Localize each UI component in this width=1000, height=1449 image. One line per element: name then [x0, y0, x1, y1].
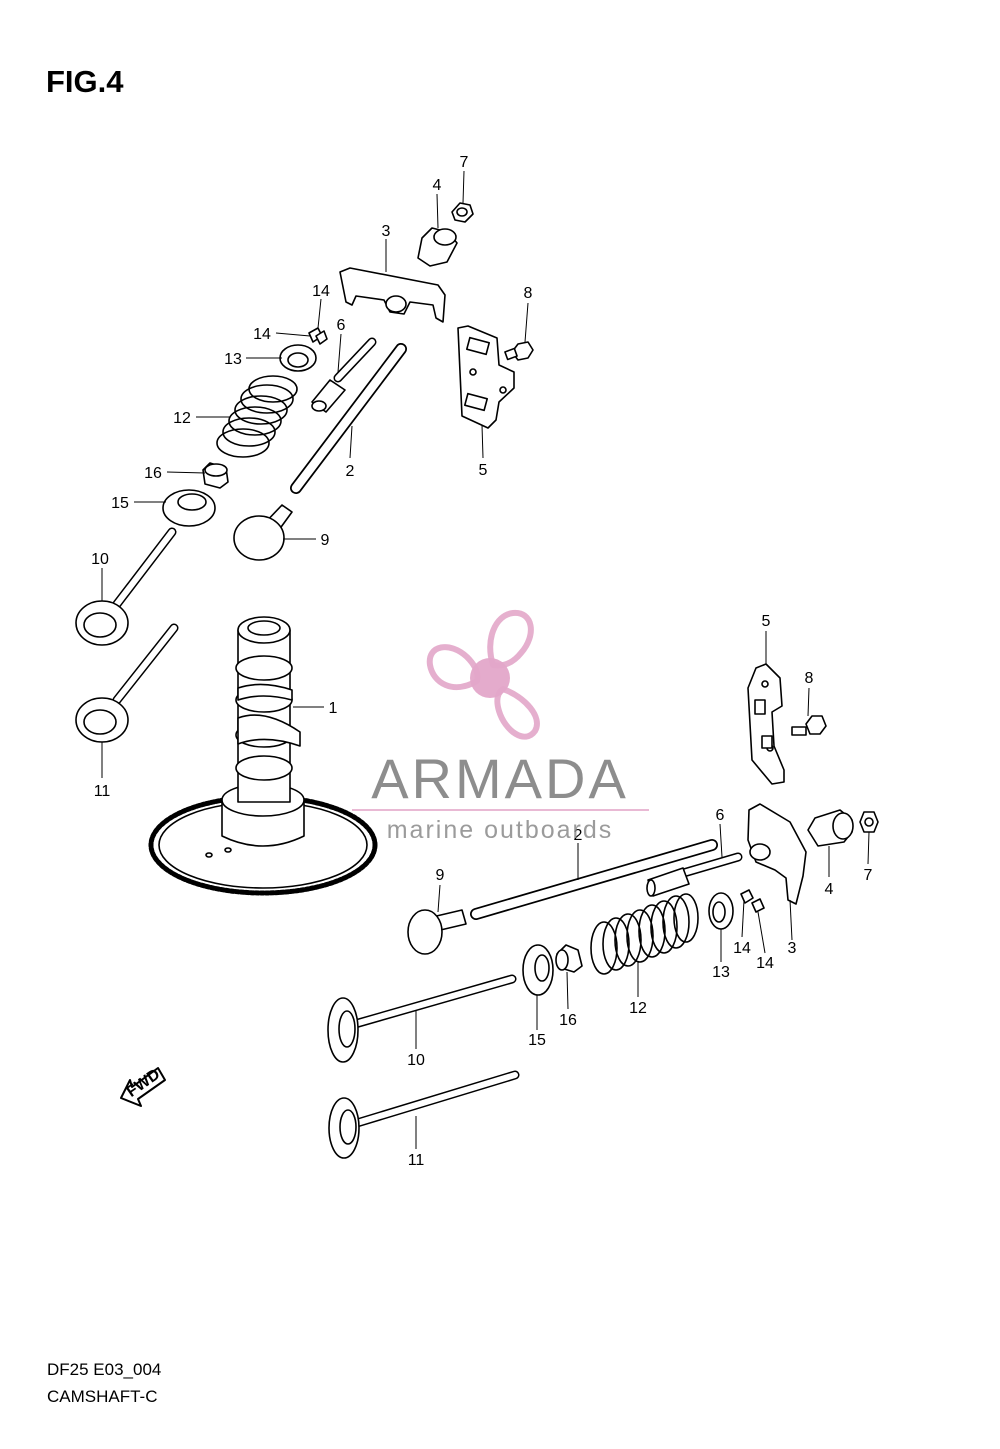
callout: 8 — [805, 670, 814, 687]
part-seat-lower — [522, 944, 554, 996]
callout: 13 — [224, 351, 242, 368]
part-retainer-lower — [708, 892, 734, 930]
callout: 14 — [756, 955, 774, 972]
part-bolt-lower — [791, 715, 827, 736]
part-spring-lower — [590, 893, 699, 975]
part-plate-upper — [457, 325, 515, 429]
callout: 2 — [574, 827, 583, 844]
watermark-tagline: marine outboards — [386, 816, 614, 844]
part-lifter-lower — [407, 909, 467, 955]
part-spring-upper — [216, 375, 298, 458]
part-rocker-arm-upper — [339, 267, 446, 323]
part-pushrod-lower — [470, 839, 718, 920]
callout: 11 — [94, 783, 111, 800]
part-bolt-upper — [504, 341, 534, 361]
callout: 5 — [479, 462, 488, 479]
part-nut-upper — [451, 202, 474, 223]
part-valve-upper-10 — [75, 527, 177, 646]
part-plate-lower — [747, 663, 785, 785]
callout: 9 — [321, 532, 330, 549]
callout: 16 — [144, 465, 162, 482]
part-seat-upper — [162, 489, 216, 527]
callout: 2 — [346, 463, 355, 480]
callout: 11 — [408, 1152, 425, 1169]
part-adjuster-upper — [311, 337, 377, 413]
callout: 15 — [111, 495, 129, 512]
callout: 16 — [559, 1012, 577, 1029]
diagram-code: DF25 E03_004 — [47, 1360, 162, 1379]
callout-labels: 7 4 3 8 14 14 6 13 12 2 5 16 15 9 10 11 … — [91, 154, 872, 1169]
callout: 14 — [253, 326, 271, 343]
watermark-divider — [352, 809, 649, 811]
diagram-name: CAMSHAFT-C — [47, 1387, 158, 1406]
part-lifter-upper — [233, 504, 293, 561]
watermark-brand: ARMADA — [371, 747, 629, 810]
callout: 6 — [716, 807, 725, 824]
part-seal-lower — [555, 944, 583, 973]
callout: 14 — [733, 940, 751, 957]
propeller-icon — [426, 609, 540, 740]
callout: 15 — [528, 1032, 546, 1049]
callout: 13 — [712, 964, 730, 981]
part-adjuster-lower — [646, 852, 743, 897]
part-valve-upper-11 — [75, 623, 179, 743]
callout: 9 — [436, 867, 445, 884]
part-cap-upper — [417, 227, 458, 267]
part-cotter-upper — [308, 327, 328, 345]
callout: 14 — [312, 283, 330, 300]
part-retainer-upper — [279, 344, 317, 372]
callout: 12 — [629, 1000, 647, 1017]
forward-arrow-icon — [120, 1067, 166, 1107]
part-cotter-lower — [740, 889, 765, 913]
callout: 7 — [460, 154, 469, 171]
part-pushrod-upper — [290, 343, 407, 494]
callout: 8 — [524, 285, 533, 302]
callout: 1 — [329, 700, 338, 717]
callout: 12 — [173, 410, 191, 427]
callout: 7 — [864, 867, 873, 884]
callout: 5 — [762, 613, 771, 630]
part-valve-lower-11 — [328, 1070, 520, 1159]
callout: 10 — [407, 1052, 425, 1069]
part-camshaft — [148, 616, 378, 896]
part-rocker-arm-lower — [747, 803, 807, 905]
part-cap-lower — [807, 809, 854, 847]
figure-title: FIG.4 — [46, 64, 124, 99]
callout: 4 — [433, 177, 442, 194]
part-valve-lower-10 — [327, 974, 517, 1063]
callout: 3 — [382, 223, 391, 240]
part-nut-lower — [859, 811, 879, 833]
part-seal-upper — [202, 462, 229, 489]
callout: 3 — [788, 940, 797, 957]
callout: 10 — [91, 551, 109, 568]
callout: 6 — [337, 317, 346, 334]
leader-lines — [101, 170, 870, 1149]
callout: 4 — [825, 881, 834, 898]
